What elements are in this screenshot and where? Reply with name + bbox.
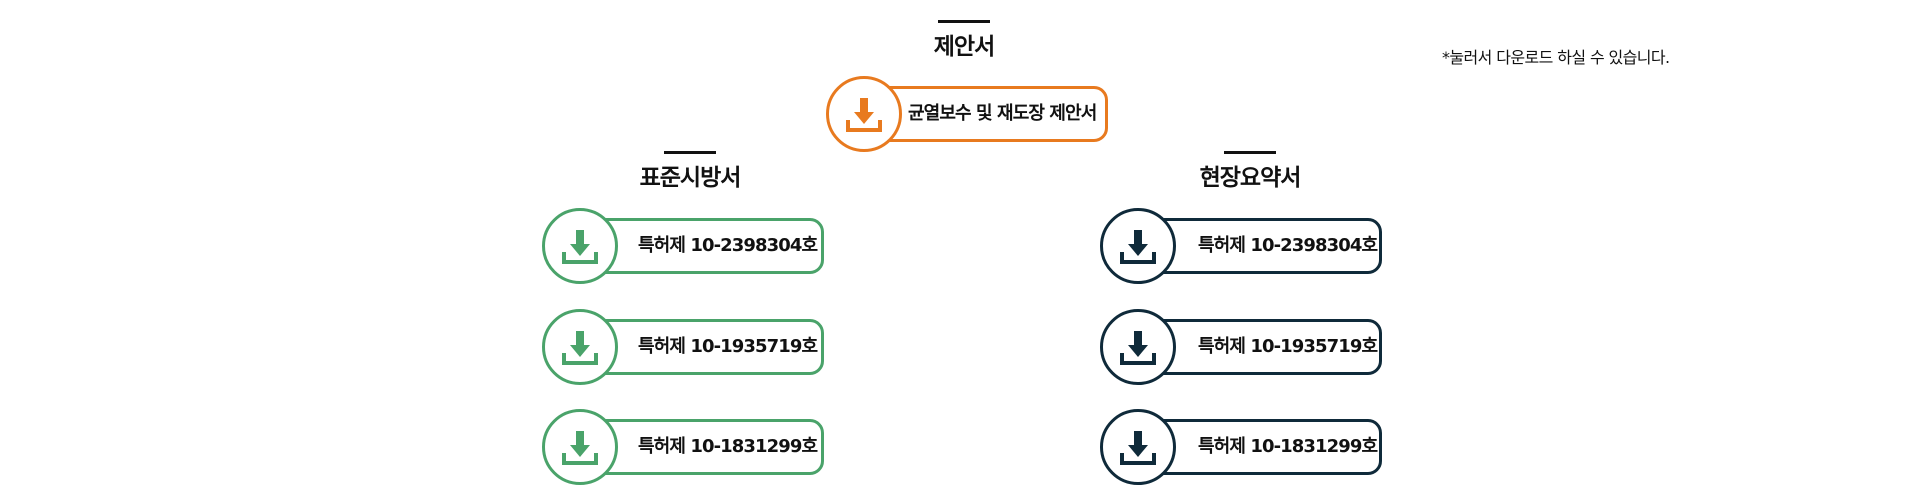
download-pill (580, 218, 824, 274)
proposal-title-underline (938, 20, 990, 23)
download-pill (580, 419, 824, 475)
site-summary-label-3: 특허제 10-1831299호 (1198, 436, 1378, 457)
site-summary-download-3[interactable]: 특허제 10-1831299호 (1100, 409, 1382, 485)
download-icon (826, 76, 902, 152)
standard-spec-download-1[interactable]: 특허제 10-2398304호 (542, 208, 824, 284)
download-icon (1100, 409, 1176, 485)
standard-spec-download-2[interactable]: 특허제 10-1935719호 (542, 309, 824, 385)
download-pill (1138, 319, 1382, 375)
download-icon (1100, 208, 1176, 284)
site-summary-download-2[interactable]: 특허제 10-1935719호 (1100, 309, 1382, 385)
proposal-title: 제안서 (933, 34, 995, 60)
download-icon (542, 409, 618, 485)
site-summary-label-1: 특허제 10-2398304호 (1198, 235, 1378, 256)
site-summary-title: 현장요약서 (1199, 165, 1302, 191)
standard-spec-title: 표준시방서 (639, 165, 742, 191)
site-summary-download-1[interactable]: 특허제 10-2398304호 (1100, 208, 1382, 284)
proposal-download-label: 균열보수 및 재도장 제안서 (908, 103, 1097, 124)
standard-spec-label-1: 특허제 10-2398304호 (638, 235, 818, 256)
download-pill (864, 86, 1108, 142)
standard-spec-label-3: 특허제 10-1831299호 (638, 436, 818, 457)
site-summary-title-underline (1224, 151, 1276, 154)
proposal-download-button[interactable]: 균열보수 및 재도장 제안서 (826, 76, 1108, 152)
download-icon (1100, 309, 1176, 385)
download-icon (542, 309, 618, 385)
download-pill (1138, 218, 1382, 274)
download-note: *눌러서 다운로드 하실 수 있습니다. (1442, 48, 1670, 67)
standard-spec-download-3[interactable]: 특허제 10-1831299호 (542, 409, 824, 485)
download-icon (542, 208, 618, 284)
site-summary-label-2: 특허제 10-1935719호 (1198, 336, 1378, 357)
standard-spec-title-underline (664, 151, 716, 154)
standard-spec-label-2: 특허제 10-1935719호 (638, 336, 818, 357)
